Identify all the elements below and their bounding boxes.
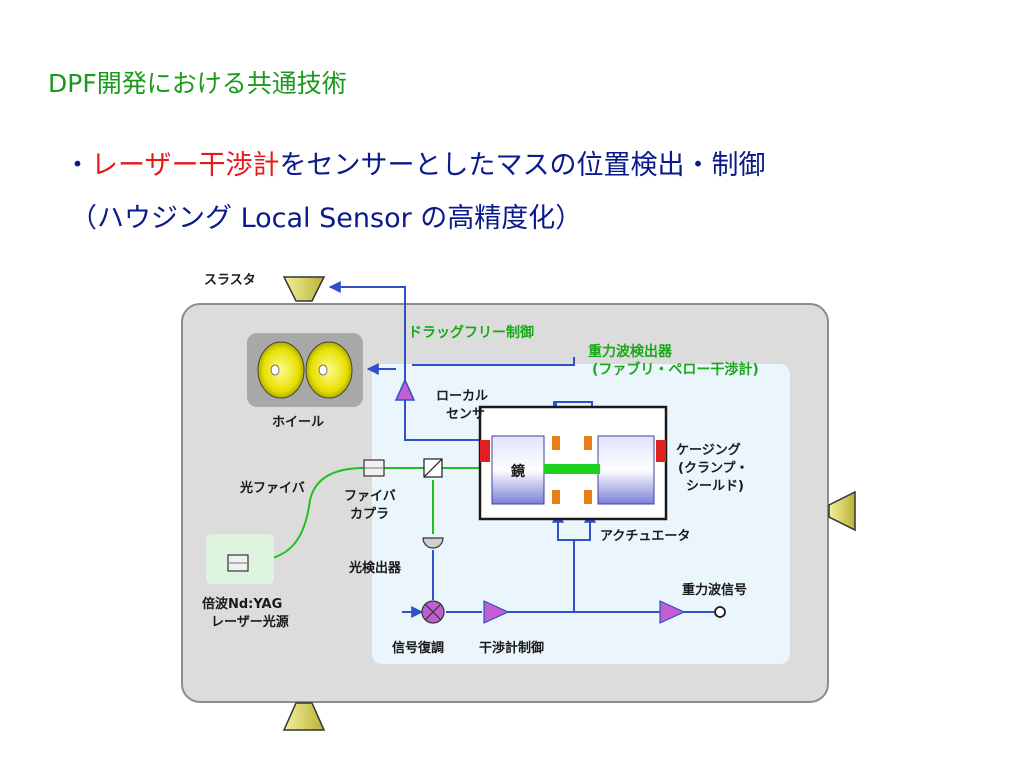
- interferometer-control-amplifier: [483, 600, 510, 624]
- label-drag-free: ドラッグフリー制御: [408, 324, 534, 341]
- thruster-top: [282, 276, 326, 302]
- local-sensor-pad-right: [656, 440, 666, 462]
- label-laser-1: 倍波Nd:YAG: [202, 596, 282, 612]
- gw-signal-output: [714, 606, 726, 618]
- label-gw-signal: 重力波信号: [682, 582, 747, 598]
- wheel-right: [305, 341, 353, 399]
- local-sensor-pad-left: [480, 440, 490, 462]
- mirror-mass-left: [491, 435, 545, 505]
- bullet2-open: （ハウジング: [70, 203, 232, 234]
- bullet2-close: の高精度化）: [420, 203, 583, 234]
- label-local-sensor-1: ローカル: [436, 389, 488, 404]
- drag-free-amplifier: [394, 378, 416, 401]
- label-photodetector: 光検出器: [348, 560, 402, 576]
- label-laser-2: レーザー光源: [211, 614, 289, 630]
- photodetector: [422, 537, 444, 549]
- bullet-marker: ・: [64, 150, 91, 181]
- mirror-mass-right: [597, 435, 655, 505]
- label-fiber-coupler-2: カプラ: [350, 507, 389, 522]
- label-optical-fiber: 光ファイバ: [239, 480, 305, 496]
- label-fiber-coupler-1: ファイバ: [344, 489, 396, 504]
- bullet-highlight: レーザー干渉計: [91, 150, 280, 181]
- label-local-sensor-2: センサ: [446, 407, 485, 422]
- label-interferometer-control: 干渉計制御: [479, 640, 544, 656]
- label-casing-3: シールド): [686, 479, 744, 494]
- bullet-line-1: ・レーザー干渉計をセンサーとしたマスの位置検出・制御: [64, 143, 765, 182]
- label-wheel: ホイール: [272, 415, 324, 430]
- gw-signal-amplifier: [659, 600, 686, 624]
- label-gw-detector: 重力波検出器: [588, 343, 673, 360]
- label-casing-2: (クランプ・: [678, 461, 749, 476]
- bullet-text: をセンサーとしたマスの位置検出・制御: [279, 150, 766, 181]
- slide-title: DPF開発における共通技術: [48, 69, 347, 98]
- label-casing-1: ケージング: [676, 442, 741, 458]
- label-gw-detector-sub: (ファブリ・ペロー干渉計): [592, 361, 759, 378]
- bullet-line-2: （ハウジング Local Sensor の高精度化）: [70, 196, 582, 235]
- wheel-left: [257, 341, 305, 399]
- label-actuator: アクチュエータ: [600, 529, 690, 544]
- label-thruster: スラスタ: [204, 273, 256, 288]
- cavity-beam: [544, 464, 600, 474]
- label-mirror: 鏡: [511, 463, 525, 480]
- thruster-bottom: [282, 702, 326, 731]
- thruster-right: [828, 490, 856, 532]
- bullet2-local-sensor: Local Sensor: [232, 203, 421, 234]
- label-demodulation: 信号復調: [392, 640, 444, 656]
